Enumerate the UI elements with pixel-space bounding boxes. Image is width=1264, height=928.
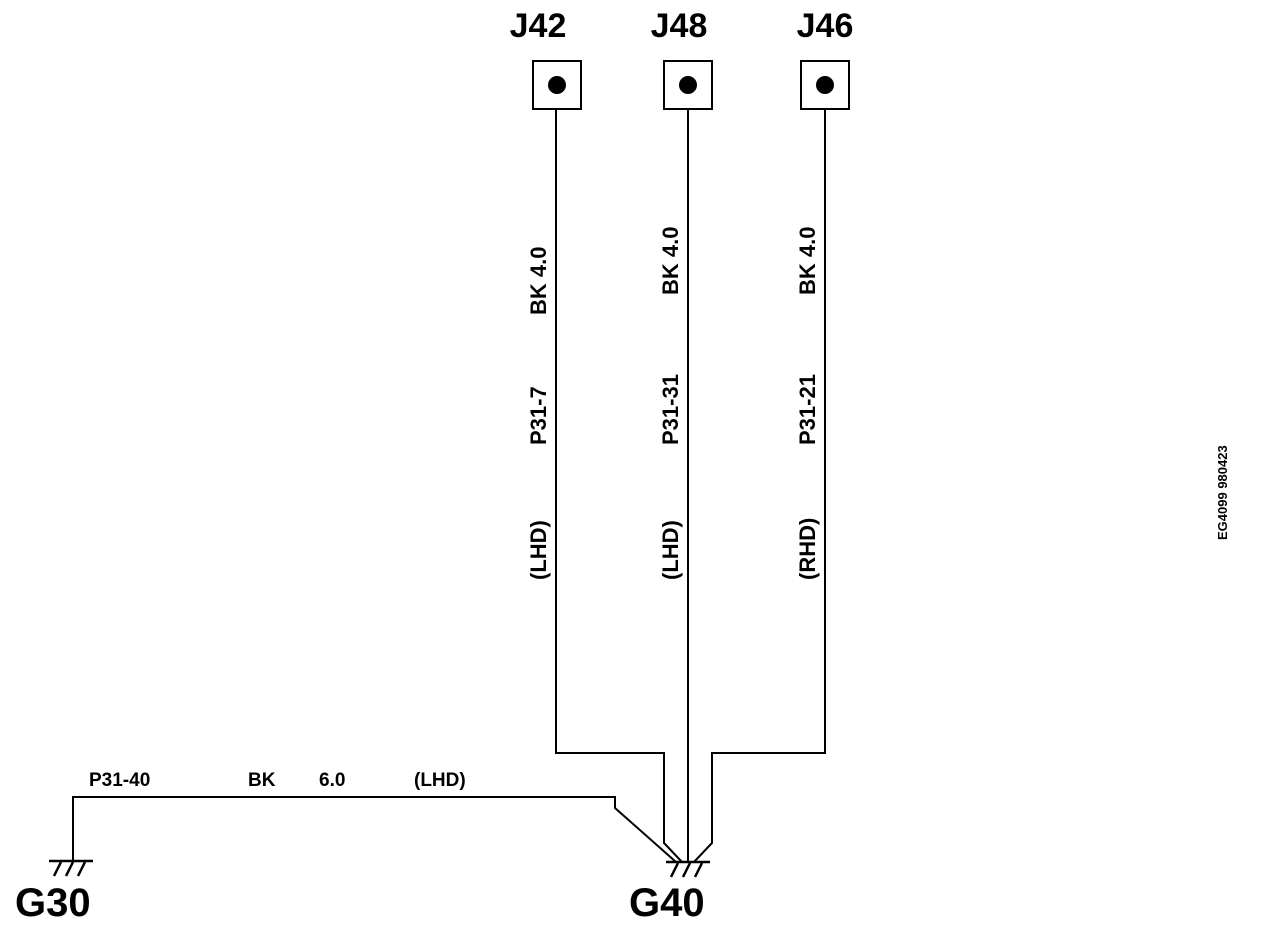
ground-wire-variant: (LHD)	[414, 770, 466, 791]
connector-j48: J48 (LHD) P31-31 BK 4.0	[651, 7, 713, 862]
reference-code: EG4099 980423	[1215, 445, 1230, 540]
wire-j42-variant: (LHD)	[526, 520, 551, 580]
ground-g30: G30	[15, 859, 93, 925]
wire-j48-gauge: BK 4.0	[658, 227, 683, 295]
connector-j42-pin	[548, 76, 566, 94]
connector-j46-pin	[816, 76, 834, 94]
wire-j48-variant: (LHD)	[658, 520, 683, 580]
wire-j42-circuit: P31-7	[526, 386, 551, 445]
ground-g40-label: G40	[629, 881, 705, 925]
wire-j46-circuit: P31-21	[795, 374, 820, 445]
ground-wire-path	[72, 796, 677, 863]
ground-g30-icon	[49, 859, 93, 877]
wire-j42-gauge: BK 4.0	[526, 247, 551, 315]
wire-j42	[555, 109, 683, 863]
wire-j46-gauge: BK 4.0	[795, 227, 820, 295]
ground-g40-icon	[666, 860, 710, 878]
connector-j48-pin	[679, 76, 697, 94]
ground-g40: G40	[629, 860, 710, 925]
ground-wire-color: BK	[248, 770, 276, 791]
connector-j42: J42 (LHD) P31-7 BK 4.0	[510, 7, 683, 863]
ground-g30-label: G30	[15, 881, 91, 925]
wire-j48-circuit: P31-31	[658, 374, 683, 445]
connector-j46-label: J46	[797, 7, 854, 45]
wire-j46	[693, 109, 826, 863]
ground-wire-circuit: P31-40	[89, 770, 150, 791]
wire-j46-variant: (RHD)	[795, 518, 820, 580]
ground-wire: P31-40 BK 6.0 (LHD)	[72, 770, 677, 863]
connector-j46: J46 (RHD) P31-21 BK 4.0	[693, 7, 854, 863]
ground-wire-gauge: 6.0	[319, 770, 345, 791]
connector-j42-label: J42	[510, 7, 567, 45]
connector-j48-label: J48	[651, 7, 708, 45]
